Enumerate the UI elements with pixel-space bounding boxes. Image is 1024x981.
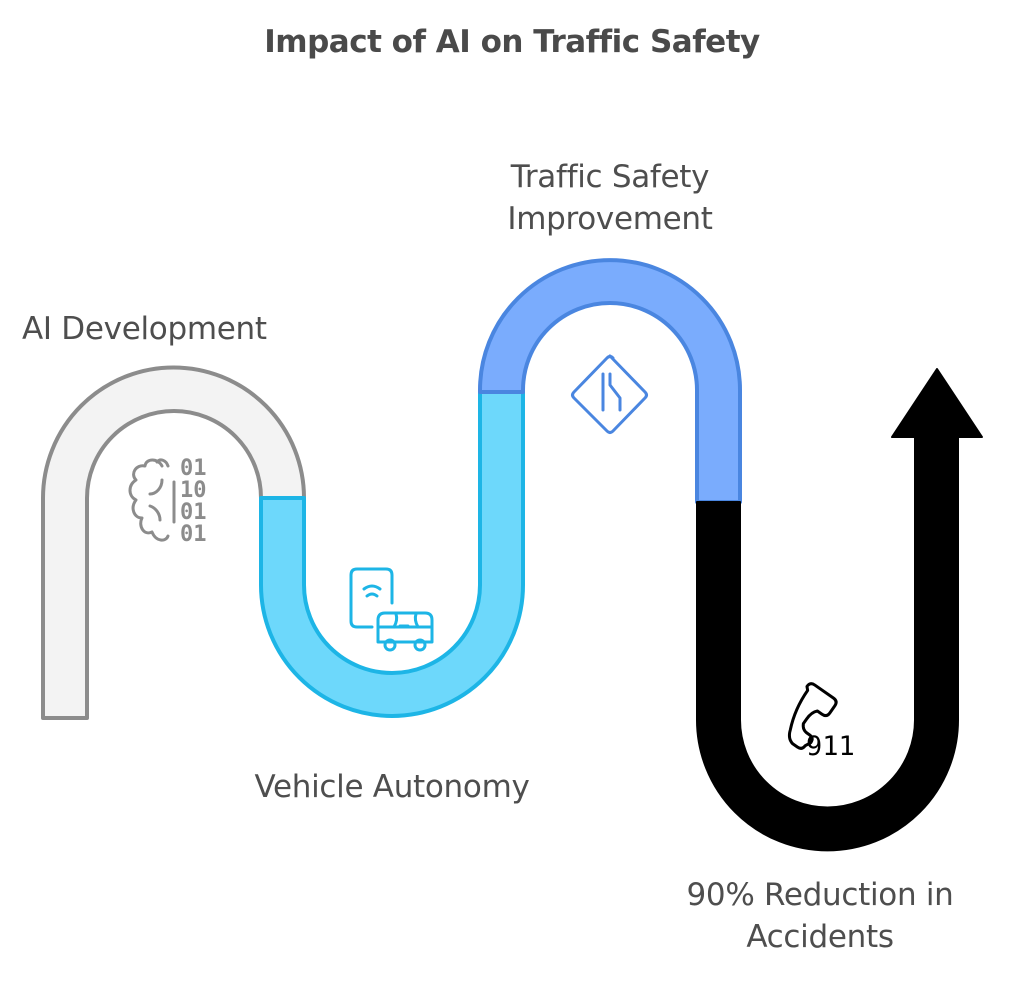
diagram-title: Impact of AI on Traffic Safety	[264, 24, 760, 60]
binary-digits: 01	[180, 522, 207, 547]
stage-label-traffic-safety: Traffic Safety Improvement	[450, 156, 770, 240]
binary-digits: 01	[180, 500, 207, 525]
binary-digits: 10	[180, 478, 207, 503]
emergency-number: 911	[806, 731, 855, 762]
stage-label-line: 90% Reduction in	[686, 877, 954, 913]
path-segment-accident-reduction	[696, 368, 983, 852]
stage-label-accident-reduction: 90% Reduction in Accidents	[640, 874, 1000, 958]
stage-label-ai-development: AI Development	[22, 311, 267, 347]
stage-label-vehicle-autonomy: Vehicle Autonomy	[254, 769, 530, 805]
path-segment-traffic-safety	[478, 258, 742, 504]
phone-911-icon: 911	[787, 682, 855, 762]
stage-label-line: Improvement	[507, 201, 713, 237]
autonomous-vehicle-icon	[349, 567, 434, 652]
stage-label-line: Traffic Safety	[510, 159, 710, 195]
lane-merge-sign-icon	[571, 354, 648, 434]
brain-binary-icon: 01 10 01 01	[128, 456, 207, 547]
path-segment-ai-development	[41, 365, 306, 720]
binary-digits: 01	[180, 456, 207, 481]
path-segment-vehicle-autonomy	[259, 390, 525, 718]
stage-label-line: Accidents	[746, 919, 894, 955]
